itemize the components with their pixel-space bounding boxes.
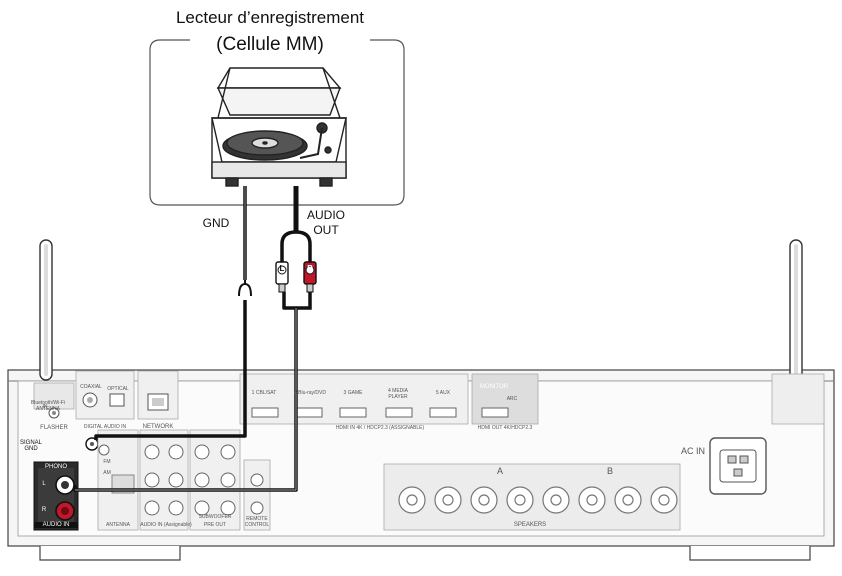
bt-antenna-label: Bluetooth/Wi-Fi ANTENNA [30,400,66,412]
diagram-title-line1: Lecteur d’enregistrement [175,8,365,27]
remote-control-label: REMOTE CONTROL [244,516,270,528]
phono-r-label: R [41,507,47,513]
hdmi-ports [251,407,509,418]
flasher-label: FLASHER [40,425,68,431]
audio-in-label: AUDIO IN [34,522,78,528]
hdmi-in-label: HDMI IN 4K / HDCP2.3 (ASSIGNABLE) [335,425,425,431]
hdmi-4-label: 4 MEDIA PLAYER [387,388,408,400]
antenna-label: ANTENNA [106,522,130,528]
turntable-frame [149,39,405,206]
hdmi-1-label: 1 CBL/SAT [251,390,277,396]
antenna-right [789,239,803,381]
turntable-icon [211,67,347,187]
rca-jacks [98,444,264,516]
audio-in-assignable-label: AUDIO IN (Assignable) [140,522,192,528]
phono-l-label: L [42,481,46,487]
plug-l-label: L [279,264,285,273]
hdmi-out-label: HDMI OUT 4K/HDCP2.3 [477,425,533,431]
flasher-in-label: IN [42,404,48,410]
zone-b-label: B [606,466,613,476]
zone-a-label: A [496,466,503,476]
subwoofer-label: SUBWOOFER [198,514,232,520]
optical-label: OPTICAL [107,386,129,392]
hdmi-3-label: 3 GAME [343,390,363,396]
speaker-terminals [398,486,678,514]
monitor-label: MONITOR [479,384,509,390]
hdmi-5-label: 5 AUX [435,390,451,396]
audio-out-label-1: AUDIO [306,208,345,222]
rca-plug-right [303,261,317,293]
ac-in-label: AC IN [680,446,705,456]
fm-label: FM [103,459,111,465]
network-label: NETWORK [142,424,174,430]
am-label: AM [103,470,111,476]
arc-label: ARC [506,396,518,402]
signal-gnd-label: SIGNAL GND [19,440,42,452]
speakers-label: SPEAKERS [513,522,547,528]
hdmi-2-label: 2 Blu-ray/DVD [294,390,326,396]
gnd-lug [238,280,252,297]
coaxial-label: COAXIAL [80,384,102,390]
digital-audio-in-label: DIGITAL AUDIO IN [83,424,127,430]
diagram-title-line2: (Cellule MM) [216,34,324,55]
audio-out-label-2: OUT [313,223,339,237]
pre-out-label: PRE OUT [203,522,227,528]
plug-r-label: R [307,264,313,273]
gnd-label: GND [202,216,230,230]
antenna-left [39,239,53,381]
rca-plug-left [275,261,289,293]
phono-label: PHONO [44,464,67,470]
